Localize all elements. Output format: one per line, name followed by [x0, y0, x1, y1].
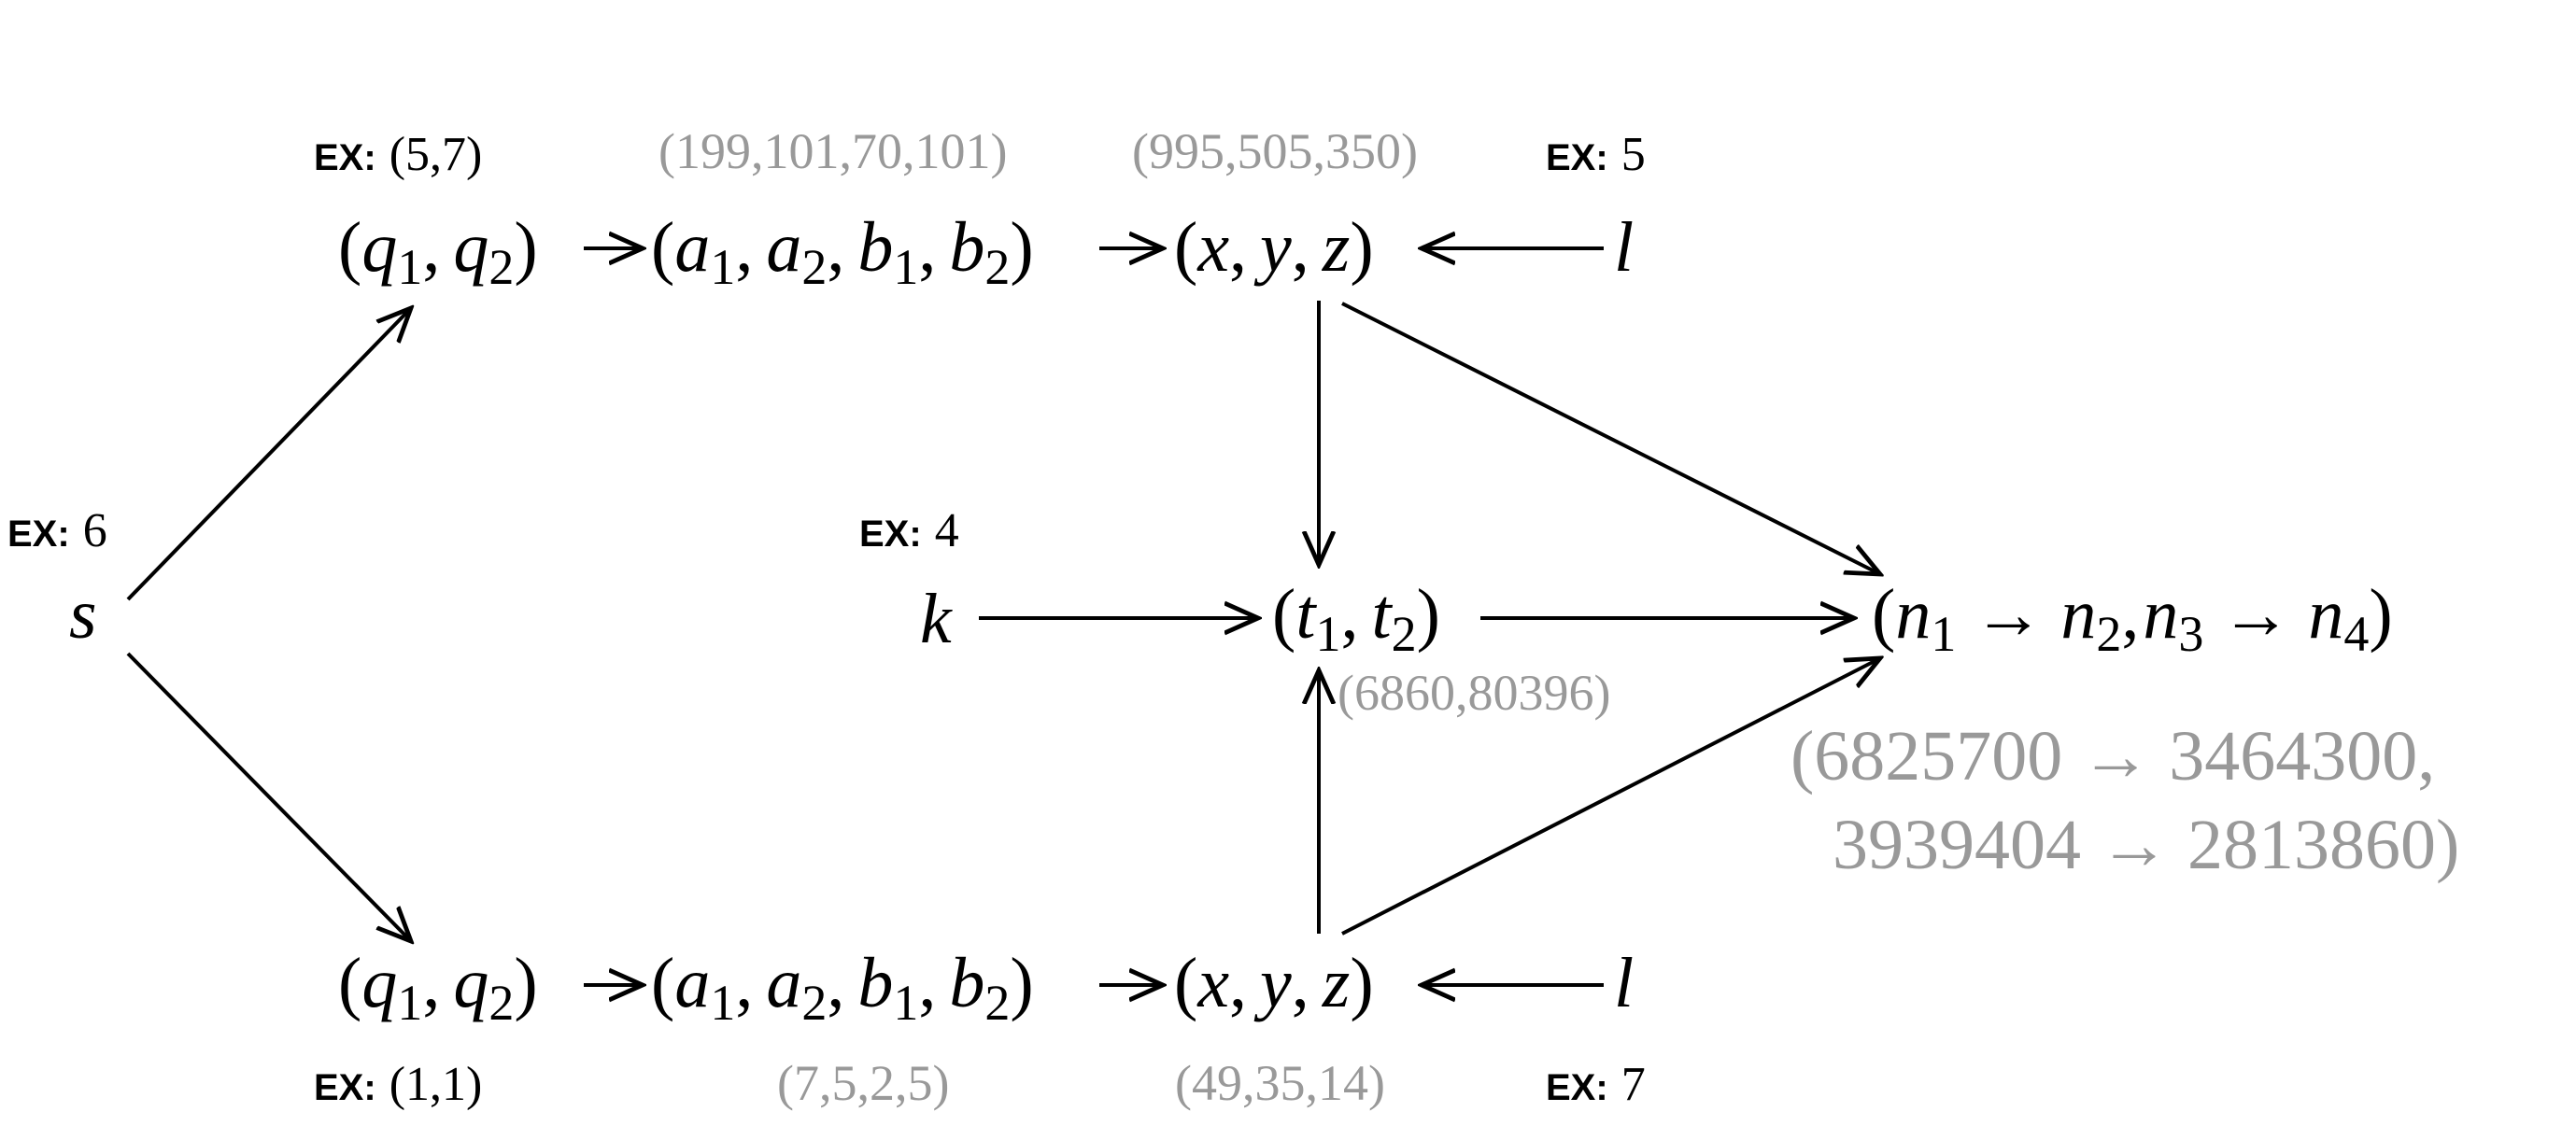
- ex-annotation-s: EX: 6: [7, 504, 107, 557]
- node-l-bottom: l: [1614, 944, 1634, 1022]
- value-t: (6860,80396): [1338, 665, 1610, 721]
- ex-annotation-l-bottom: EX: 7: [1546, 1058, 1646, 1111]
- row-top: EX: (5,7) (q1,q2) (199,101,70,101) (a1,a…: [314, 123, 1646, 295]
- value-n-line2: 3939404 → 2813860): [1833, 806, 2459, 884]
- node-xyz-top: (x,y,z): [1174, 208, 1374, 287]
- node-xyz-bottom: (x,y,z): [1174, 944, 1374, 1022]
- node-q-bottom: (q1,q2): [338, 944, 538, 1031]
- node-q-top: (q1,q2): [338, 208, 538, 295]
- edge-s-to-q-top: [126, 308, 411, 601]
- ex-annotation-k: EX: 4: [859, 504, 959, 557]
- row-bottom: (q1,q2) EX: (1,1) (a1,a2,b1,b2) (7,5,2,5…: [314, 944, 1646, 1111]
- value-n-line1: (6825700 → 3464300,: [1790, 717, 2435, 795]
- value-ab-top: (199,101,70,101): [658, 123, 1007, 179]
- node-ab-top: (a1,a2,b1,b2): [651, 208, 1034, 295]
- node-ab-bottom: (a1,a2,b1,b2): [651, 944, 1034, 1031]
- value-ab-bottom: (7,5,2,5): [777, 1055, 949, 1111]
- node-l-top: l: [1614, 208, 1634, 287]
- ex-annotation-l-top: EX: 5: [1546, 128, 1646, 181]
- node-n: (n1→n2,n3→n4): [1872, 575, 2393, 662]
- edge-xyz-top-to-n: [1341, 302, 1880, 574]
- ex-annotation-q-bottom: EX: (1,1): [314, 1058, 482, 1111]
- edge-xyz-bottom-to-n: [1341, 658, 1880, 936]
- value-xyz-top: (995,505,350): [1132, 123, 1418, 179]
- node-label-s: s: [69, 575, 97, 654]
- node-s: EX: 6 s: [7, 504, 107, 654]
- value-xyz-bottom: (49,35,14): [1175, 1055, 1385, 1111]
- edge-s-to-q-bottom: [126, 652, 411, 941]
- edges: [126, 248, 1880, 985]
- ex-annotation-q-top: EX: (5,7): [314, 128, 482, 181]
- node-t: (t1,t2): [1272, 575, 1440, 662]
- row-middle: EX: 4 k (t1,t2) (6860,80396) (n1→n2,n3→n…: [859, 504, 2459, 884]
- node-label-k: k: [920, 580, 953, 658]
